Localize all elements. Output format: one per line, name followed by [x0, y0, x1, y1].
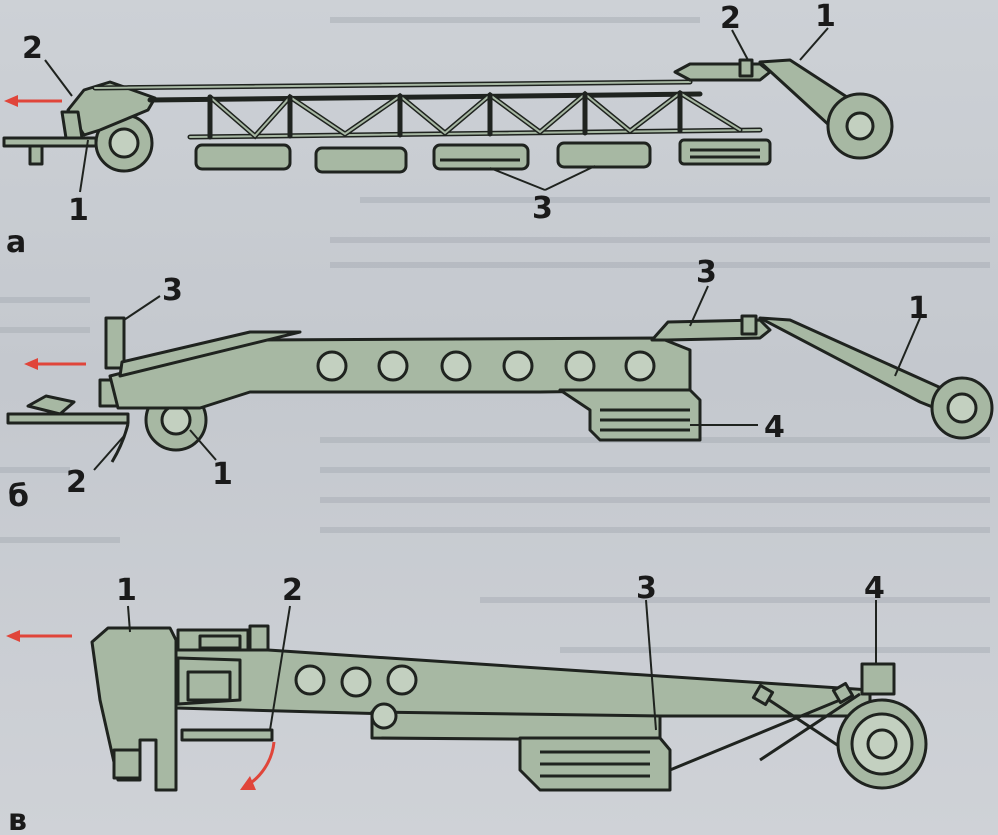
label-b-2: 2 [66, 465, 87, 500]
panel-letter-a: а [6, 225, 26, 260]
label-c-2: 2 [282, 573, 303, 608]
panel-a: 2 1 2 1 3 а [2, 0, 894, 260]
direction-arrow-a [4, 95, 62, 107]
panel-letter-c: в [8, 803, 27, 835]
panel-c: 1 2 3 4 в [6, 571, 928, 835]
label-b-3-left: 3 [162, 273, 183, 308]
truss-diagonals-a [207, 89, 743, 140]
support-b [110, 423, 130, 463]
front-wheel-hub-a [108, 127, 140, 159]
front-frame-a [66, 80, 157, 137]
beam-top-brace-b [118, 330, 302, 378]
label-b-1-wheel: 1 [212, 457, 233, 492]
beam-holes-b [316, 350, 656, 382]
working-body-b [558, 388, 702, 442]
beam-holes-c [294, 664, 418, 698]
panel-b: 3 2 1 3 1 4 б [6, 255, 994, 514]
panel-letter-b: б [8, 479, 29, 514]
drawbar-b [6, 412, 130, 425]
rear-hydraulic-a [673, 62, 772, 82]
lower-lever-c [180, 728, 274, 742]
coupling-b [26, 394, 76, 416]
label-a-1-right: 1 [815, 0, 836, 34]
label-b-1-right: 1 [908, 291, 929, 326]
label-a-1-left: 1 [68, 193, 89, 228]
label-a-2-right: 2 [720, 1, 741, 36]
front-post-b [104, 316, 126, 370]
leaders-c [127, 599, 877, 731]
front-foot-c [112, 748, 142, 780]
label-a-3: 3 [532, 191, 553, 226]
direction-arrow-b [24, 358, 86, 370]
jack-stand-a [28, 144, 44, 166]
leaders-a [44, 27, 829, 193]
lower-beam-c [370, 710, 662, 742]
main-beam-c [174, 648, 872, 718]
label-a-2-left: 2 [22, 31, 43, 66]
direction-arrow-c [6, 630, 72, 642]
front-post-a [60, 110, 84, 140]
label-c-1: 1 [116, 573, 137, 608]
rear-post-c [860, 662, 896, 696]
working-sections-a [194, 138, 772, 174]
label-c-4: 4 [864, 571, 885, 606]
label-b-3-right: 3 [696, 255, 717, 290]
label-b-4: 4 [764, 410, 785, 445]
rear-arm-b [758, 316, 952, 412]
label-c-3: 3 [636, 571, 657, 606]
leaders-b [93, 285, 921, 471]
